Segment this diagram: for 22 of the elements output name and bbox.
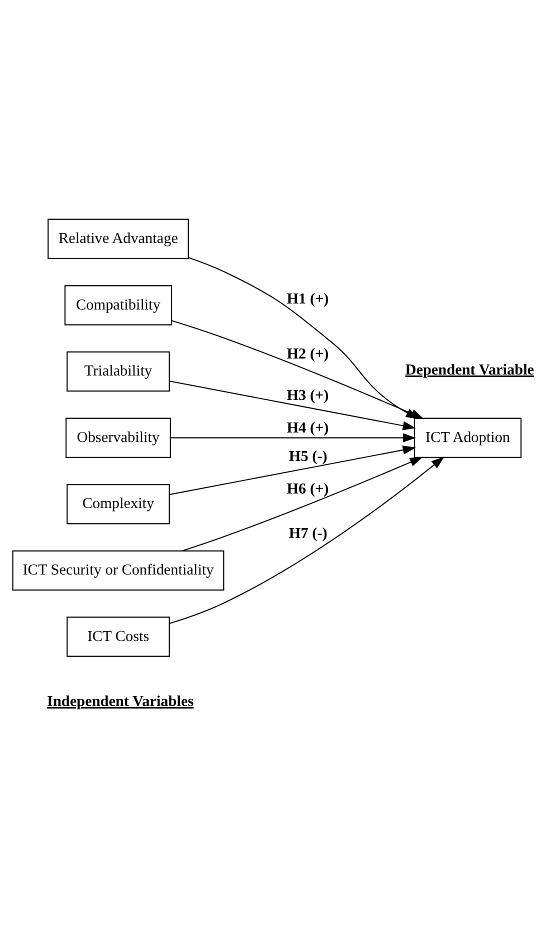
edge-label: H2 (+): [286, 346, 329, 363]
label: Independent Variables: [47, 693, 194, 710]
arrow: [182, 456, 423, 552]
node-box: Observability: [66, 418, 171, 458]
edge-label: H1 (+): [286, 290, 329, 308]
node-box: ICT Security or Confidentiality: [12, 550, 224, 591]
node-box: Relative Advantage: [48, 218, 189, 260]
edge-label: H5 (-): [288, 448, 328, 465]
arrow: [170, 456, 444, 624]
edge-label: H7 (-): [288, 525, 328, 542]
edge-label: H6 (+): [286, 480, 329, 498]
node-box: Complexity: [66, 484, 170, 524]
edge-label: H3 (+): [286, 387, 329, 404]
edge-label: H4 (+): [286, 420, 329, 437]
node-box: ICT Adoption: [414, 418, 522, 458]
label: Dependent Variable: [405, 361, 534, 378]
node-box: Trialability: [66, 351, 170, 392]
arrow: [169, 446, 416, 496]
node-box: Compatibility: [64, 285, 172, 326]
arrow: [170, 433, 416, 442]
node-box: ICT Costs: [66, 616, 170, 657]
arrow: [169, 380, 416, 430]
